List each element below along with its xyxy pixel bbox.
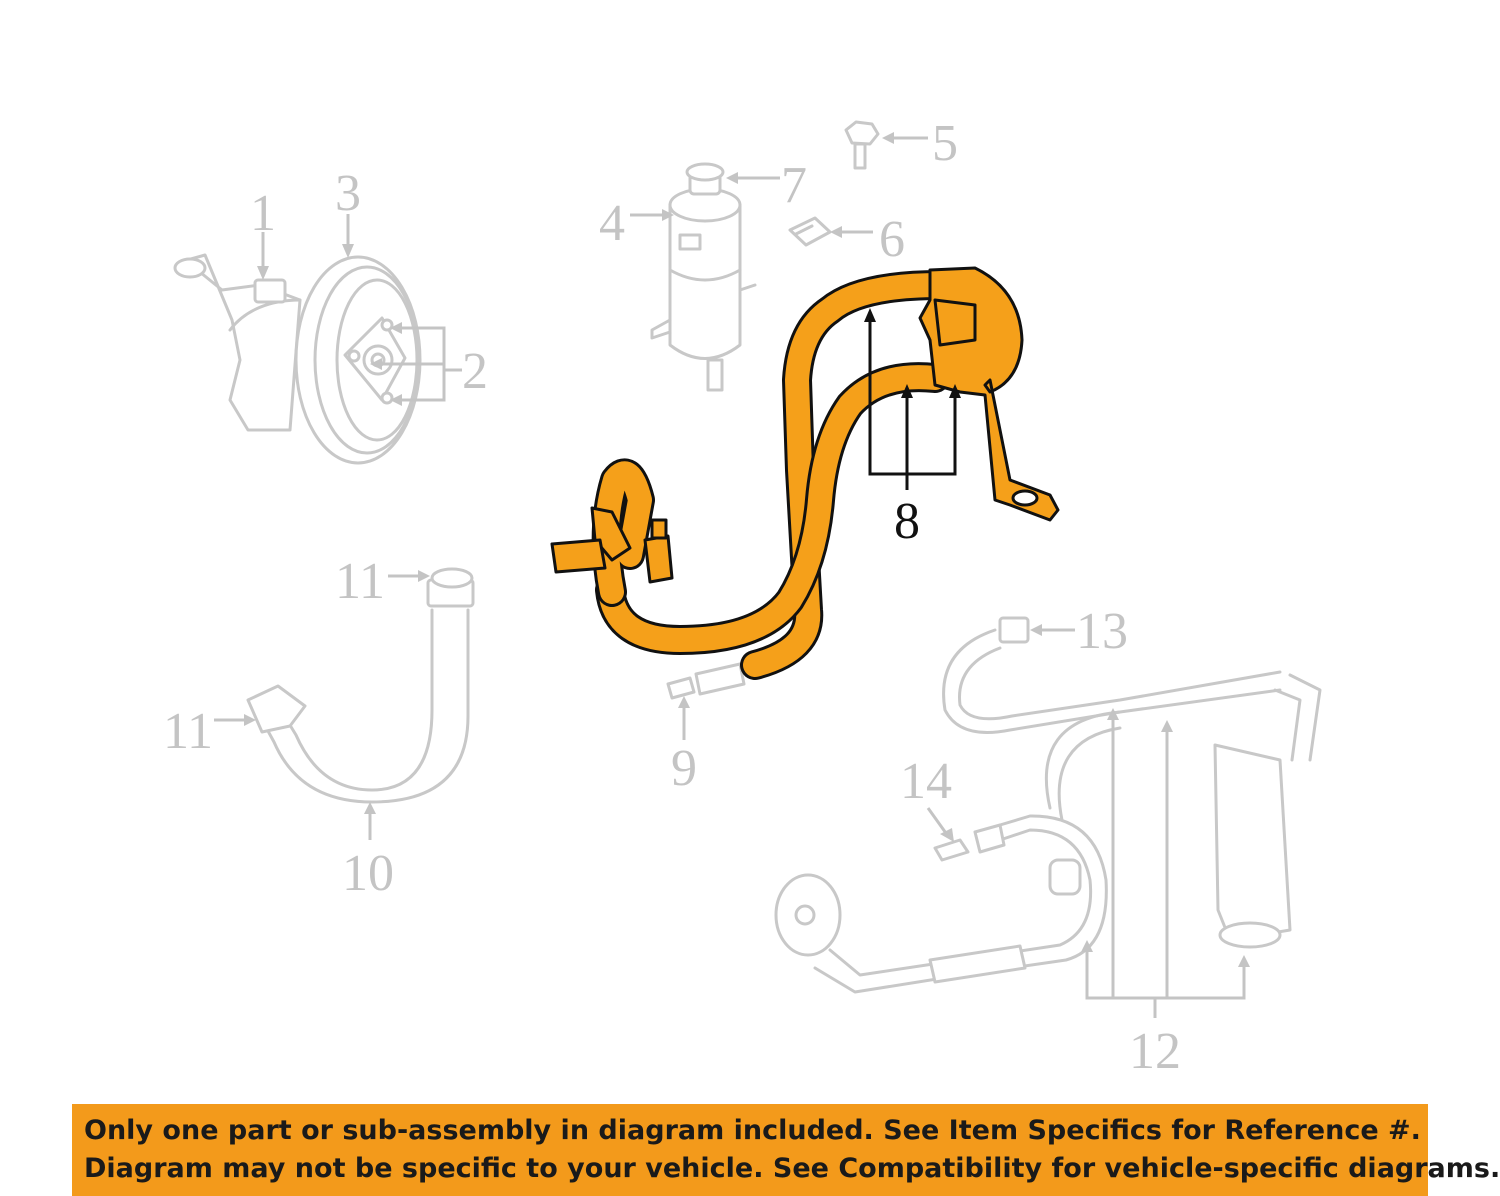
notice-line-2: Diagram may not be specific to your vehi… <box>84 1153 1500 1184</box>
callout-14: 14 <box>900 753 952 810</box>
notice-line-1: Only one part or sub-assembly in diagram… <box>84 1115 1421 1146</box>
callout-9: 9 <box>671 740 697 797</box>
callout-10: 10 <box>342 845 394 902</box>
cooler-assembly-drawing <box>774 616 1322 994</box>
callout-11-lower: 11 <box>163 703 213 760</box>
callout-7: 7 <box>781 157 807 214</box>
callout-4: 4 <box>599 195 625 252</box>
fitting-drawing <box>666 662 746 700</box>
callout-12: 12 <box>1129 1023 1181 1080</box>
callout-arrows <box>214 132 1250 1018</box>
power-steering-pump-drawing <box>173 253 422 465</box>
return-hose-drawing <box>246 567 475 804</box>
callout-8: 8 <box>894 493 920 550</box>
callout-labels: 1 2 3 4 5 6 7 8 9 10 11 11 12 13 14 <box>163 115 1181 1080</box>
callout-5: 5 <box>932 115 958 172</box>
clip-drawing <box>788 216 832 247</box>
callout-11-upper: 11 <box>335 553 385 610</box>
notice-banner: Only one part or sub-assembly in diagram… <box>72 1104 1500 1196</box>
reservoir-drawing <box>650 162 757 392</box>
callout-6: 6 <box>879 211 905 268</box>
callout-13: 13 <box>1076 603 1128 660</box>
pressure-hose-assembly <box>550 266 1060 680</box>
callout-2: 2 <box>462 343 488 400</box>
callout-1: 1 <box>250 185 276 242</box>
bolt-drawing <box>844 120 880 170</box>
callout-3: 3 <box>335 165 361 222</box>
